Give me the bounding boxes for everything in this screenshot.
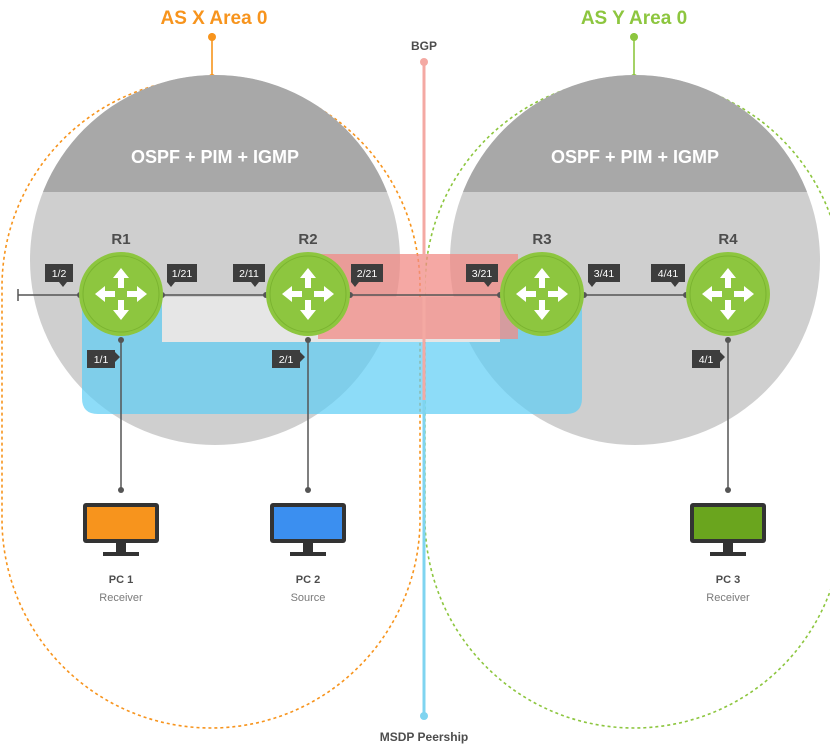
as-x-title: AS X Area 0: [160, 8, 267, 29]
port-label: 3/21: [472, 268, 493, 280]
router-r2-label: R2: [298, 231, 317, 248]
as-y-title: AS Y Area 0: [581, 8, 687, 29]
links: [17, 289, 729, 490]
router-r2[interactable]: [266, 252, 350, 336]
port-label: 4/1: [699, 354, 714, 366]
pc-1-name: PC 1: [109, 574, 133, 586]
port-tag-4-1: 4/1: [692, 350, 725, 368]
pc-1-role: Receiver: [99, 592, 143, 604]
pc-3-name: PC 3: [716, 574, 740, 586]
pc-2-name: PC 2: [296, 574, 320, 586]
port-tag-1-1: 1/1: [87, 350, 120, 368]
port-label: 2/1: [279, 354, 294, 366]
msdp-line-dot: [420, 712, 428, 720]
port-label: 2/21: [357, 268, 378, 280]
router-r3-label: R3: [532, 231, 551, 248]
as-y-stem-dot-top: [630, 33, 638, 41]
port-tag-2-1: 2/1: [272, 350, 305, 368]
port-label: 1/21: [172, 268, 193, 280]
as-x-stem-dot-top: [208, 33, 216, 41]
as-y-protocols: OSPF + PIM + IGMP: [551, 147, 719, 167]
port-label: 3/41: [594, 268, 615, 280]
port-tag-2-21: 2/21: [351, 264, 383, 287]
router-r1[interactable]: [79, 252, 163, 336]
port-tag-1-21: 1/21: [167, 264, 197, 287]
as-x-protocols: OSPF + PIM + IGMP: [131, 147, 299, 167]
port-tag-4-41: 4/41: [651, 264, 685, 287]
bgp-label: BGP: [411, 39, 437, 53]
port-label: 4/41: [658, 268, 679, 280]
msdp-label: MSDP Peership: [380, 730, 468, 744]
port-label: 1/2: [52, 268, 67, 280]
port-tag-3-41: 3/41: [588, 264, 620, 287]
port-label: 2/11: [239, 268, 259, 280]
pc-3-role: Receiver: [706, 592, 750, 604]
port-label: 1/1: [94, 354, 109, 366]
router-r3[interactable]: [500, 252, 584, 336]
router-r1-label: R1: [111, 231, 130, 248]
router-r4-label: R4: [718, 231, 738, 248]
pc-1[interactable]: [83, 503, 159, 556]
router-r4[interactable]: [686, 252, 770, 336]
port-tag-2-11: 2/11: [233, 264, 265, 287]
pc-2-role: Source: [291, 592, 326, 604]
port-tag-3-21: 3/21: [466, 264, 498, 287]
pc-3[interactable]: [690, 503, 766, 556]
bgp-line-dot: [420, 58, 428, 66]
pc-2[interactable]: [270, 503, 346, 556]
port-tag-1-2: 1/2: [45, 264, 73, 287]
